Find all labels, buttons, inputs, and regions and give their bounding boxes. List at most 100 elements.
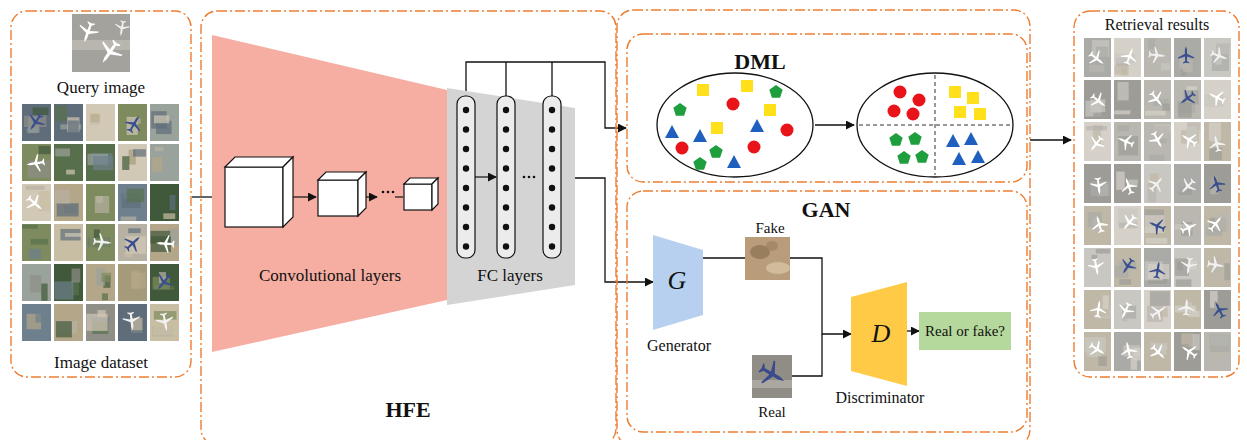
real-image bbox=[752, 355, 792, 398]
class-square bbox=[954, 106, 966, 118]
feature-space bbox=[857, 73, 1013, 177]
class-pentagon bbox=[709, 145, 722, 158]
thumbnail-ground bbox=[1204, 122, 1231, 161]
thumbnail-ground bbox=[1174, 248, 1201, 287]
node-label: Retrieval results bbox=[1105, 16, 1209, 34]
thumbnail-ground bbox=[1084, 248, 1111, 287]
airplane-icon bbox=[1207, 133, 1226, 153]
thumbnail-ground bbox=[1204, 332, 1231, 371]
neuron-dot bbox=[549, 224, 555, 230]
node-fc: FC layers bbox=[447, 88, 575, 306]
airplane-icon bbox=[1090, 177, 1108, 196]
thumbnail-ground bbox=[150, 144, 179, 181]
airplane-icon bbox=[1146, 215, 1168, 236]
thumbnail-ground bbox=[1144, 80, 1171, 119]
module-frame bbox=[617, 10, 1030, 440]
fc-column bbox=[543, 96, 561, 258]
airplane-icon bbox=[1086, 338, 1109, 361]
airplane-icon bbox=[1118, 175, 1139, 196]
class-pentagon bbox=[769, 85, 782, 98]
class-triangle bbox=[946, 134, 960, 147]
airplane-icon bbox=[25, 153, 46, 173]
thumbnail-patch bbox=[1098, 356, 1107, 366]
airplane-icon bbox=[1208, 298, 1230, 321]
node-label: FC layers bbox=[477, 267, 543, 286]
thumbnail-patch bbox=[30, 275, 41, 293]
thumbnail-ground bbox=[1084, 38, 1111, 77]
feature-map-cube bbox=[318, 172, 366, 216]
thumbnail-patch bbox=[1118, 82, 1129, 100]
thumbnail-ground bbox=[1114, 206, 1141, 245]
thumbnail-patch bbox=[55, 148, 70, 156]
flow-arrow bbox=[475, 176, 496, 177]
airplane-icon bbox=[93, 35, 126, 69]
thumbnail-patch bbox=[1216, 43, 1230, 53]
class-circle bbox=[913, 94, 926, 107]
image-thumbnail bbox=[118, 144, 147, 181]
cube-face bbox=[432, 178, 438, 210]
image-thumbnail bbox=[86, 144, 115, 181]
thumbnail-patch bbox=[1116, 172, 1125, 190]
thumbnail-patch bbox=[1178, 103, 1192, 118]
image-thumbnail bbox=[150, 184, 179, 221]
ellipsis-dot bbox=[523, 176, 526, 179]
thumbnail-patch bbox=[1114, 110, 1130, 114]
class-circle bbox=[676, 142, 689, 155]
thumbnail-patch bbox=[57, 203, 79, 216]
node-frame: Retrieval results bbox=[1073, 10, 1240, 378]
neuron-dot bbox=[503, 107, 509, 113]
class-pentagon bbox=[897, 151, 910, 164]
neuron-dot bbox=[503, 165, 509, 171]
image-thumbnail bbox=[1114, 80, 1141, 119]
thumbnail-patch bbox=[1133, 348, 1140, 361]
thumbnail-ground bbox=[150, 264, 179, 301]
node-box: Real or fake? bbox=[919, 312, 1011, 350]
thumbnail-ground bbox=[1084, 164, 1111, 203]
node-label: G bbox=[668, 267, 687, 296]
generator-shape bbox=[653, 235, 703, 330]
image-thumbnail bbox=[1204, 80, 1231, 119]
thumbnail-patch bbox=[131, 271, 140, 289]
image-thumbnail bbox=[1204, 206, 1231, 245]
module-frame bbox=[11, 11, 191, 377]
airplane-icon bbox=[151, 270, 176, 295]
thumbnail-patch bbox=[1210, 334, 1230, 352]
thumbnail-patch bbox=[1177, 262, 1183, 270]
thumbnail-patch bbox=[1150, 291, 1170, 306]
thumbnail-ground bbox=[1174, 332, 1201, 371]
image-thumbnail bbox=[1204, 164, 1231, 203]
airplane-icon bbox=[1117, 211, 1140, 234]
fc-column bbox=[497, 96, 515, 258]
node-disc: DDiscriminator bbox=[851, 282, 907, 386]
image-label: Real bbox=[758, 404, 786, 421]
airplane-icon bbox=[1206, 173, 1227, 194]
thumbnail-patch bbox=[152, 157, 162, 172]
image-thumbnail bbox=[1114, 38, 1141, 77]
neuron-dot bbox=[549, 146, 555, 152]
node-label: HFE bbox=[385, 398, 430, 422]
airplane-icon bbox=[1204, 212, 1227, 235]
thumbnail-ground bbox=[118, 184, 147, 221]
airplane-icon bbox=[1148, 260, 1167, 279]
thumbnail-ground bbox=[118, 144, 147, 181]
node-label: Image dataset bbox=[54, 354, 148, 373]
node-label: D bbox=[872, 320, 891, 349]
class-triangle bbox=[693, 129, 707, 142]
airplane-icon bbox=[1145, 88, 1168, 111]
thumbnail-ground bbox=[1174, 290, 1201, 329]
image-patch bbox=[72, 40, 130, 50]
image-thumbnail bbox=[118, 224, 147, 261]
node-shape bbox=[210, 33, 447, 353]
thumbnail-patch bbox=[133, 149, 146, 156]
airplane-icon bbox=[22, 191, 47, 216]
airplane-icon bbox=[155, 234, 175, 252]
thumbnail-ground bbox=[1114, 332, 1141, 371]
image-thumbnail bbox=[22, 184, 51, 221]
conv-block bbox=[212, 35, 447, 352]
class-pentagon bbox=[889, 133, 902, 146]
image-thumbnail bbox=[1084, 290, 1111, 329]
image-thumbnail bbox=[22, 144, 51, 181]
class-circle bbox=[748, 141, 761, 154]
class-triangle bbox=[727, 155, 741, 168]
class-pentagon bbox=[693, 157, 706, 170]
